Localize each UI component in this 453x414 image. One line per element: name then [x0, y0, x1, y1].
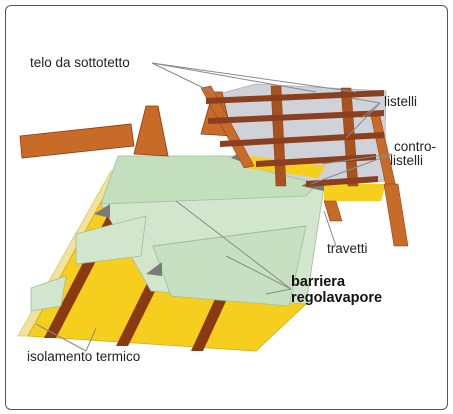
batten [256, 154, 376, 167]
label-vapor-barrier-line1: barriera [291, 274, 346, 290]
figure-frame: telo da sottotetto listelli contro- list… [5, 5, 448, 410]
ridge-beam [19, 123, 135, 159]
label-vapor-barrier-line2: regolavapore [291, 290, 383, 306]
label-counter-battens-line2: listelli [390, 153, 424, 168]
batten [208, 110, 384, 124]
insulation-strip [324, 184, 386, 201]
roof-cross-section-diagram [17, 62, 409, 352]
leader-lines [35, 62, 393, 352]
label-underlay: telo da sottotetto [30, 55, 130, 70]
batten [306, 176, 378, 187]
label-battens: listelli [384, 94, 418, 109]
label-counter-battens-line1: contro- [394, 139, 437, 154]
vapor-barrier-strip [30, 275, 67, 312]
label-insulation: isolamento termico [27, 349, 141, 364]
label-rafters: travetti [327, 241, 368, 256]
rafter [383, 183, 409, 247]
vapor-barrier-strip [75, 215, 147, 265]
batten [220, 132, 384, 147]
rafter [323, 200, 343, 222]
barrier-fold [146, 262, 162, 276]
ridge-cap [133, 105, 169, 157]
barrier-fold [94, 204, 110, 218]
batten [206, 90, 384, 104]
